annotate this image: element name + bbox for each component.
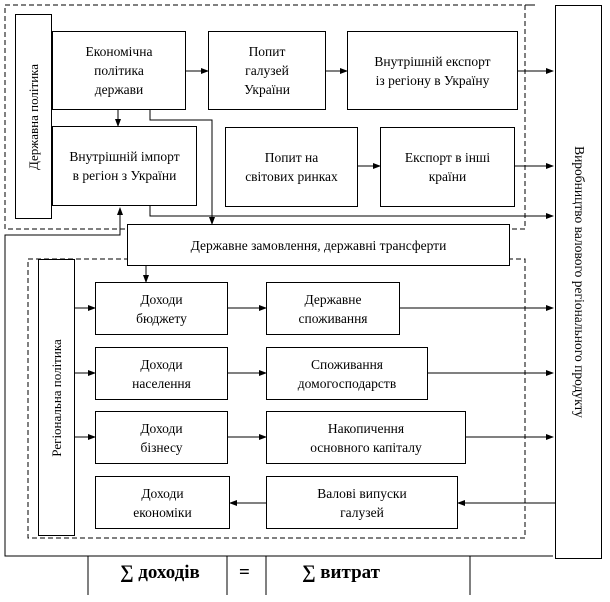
production-label-text: Виробництво валового регіонального проду… [571,146,587,418]
state-policy-label: Державна політика [15,14,52,219]
business-income-box: Доходи бізнесу [95,411,228,464]
internal-export-box: Внутрішній експорт із регіону в Україну [347,31,518,110]
economic-policy-box: Економічна політика держави [52,31,186,110]
regional-policy-label: Регіональна політика [38,259,75,536]
budget-income-box: Доходи бюджету [95,282,228,335]
state-policy-label-text: Державна політика [25,63,41,170]
costs-sum: ∑ витрат [302,562,380,583]
arrow-policy-to-order [149,110,215,225]
income-sum: ∑ доходів [120,562,200,583]
state-order-box: Державне замовлення, державні трансферти [127,224,510,266]
world-demand-box: Попит на світових ринках [225,127,358,207]
capital-accumulation-box: Накопичення основного капіталу [266,411,466,464]
export-other-box: Експорт в інші країни [380,127,515,207]
arrow-feedback-to-import [4,207,553,557]
arrow-import-to-production [149,206,554,219]
regional-policy-label-text: Регіональна політика [48,338,64,457]
sector-demand-box: Попит галузей України [208,31,326,110]
equals-sign: = [239,562,250,583]
internal-import-box: Внутрішній імпорт в регіон з України [52,126,197,206]
household-consumption-box: Споживання домогосподарств [266,347,428,400]
economy-income-box: Доходи економіки [95,476,230,529]
population-income-box: Доходи населення [95,347,228,400]
production-label: Виробництво валового регіонального проду… [555,5,602,559]
gross-output-box: Валові випуски галузей [266,476,458,529]
state-consumption-box: Державне споживання [266,282,400,335]
